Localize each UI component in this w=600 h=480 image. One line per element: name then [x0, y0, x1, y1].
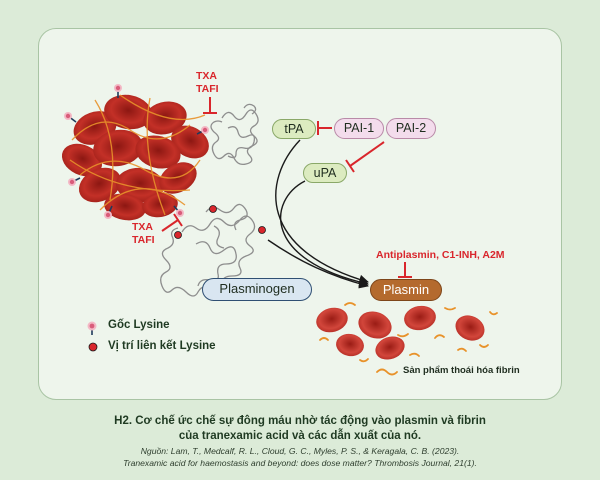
antiplasmin-label: Antiplasmin, C1-INH, A2M — [376, 249, 505, 261]
tafi-label-top: TAFI — [196, 83, 219, 95]
lysine-binding-sites — [174, 205, 266, 239]
pai2-node: PAI-2 — [386, 118, 436, 139]
legend-lysine-residue: Gốc Lysine — [108, 319, 170, 331]
txa-label-top: TXA — [196, 70, 217, 82]
tpa-node: tPA — [272, 119, 316, 139]
tafi-label-left: TAFI — [132, 234, 155, 246]
legend-lysine-binding-site: Vị trí liên kết Lysine — [108, 340, 216, 352]
pai1-node: PAI-1 — [334, 118, 384, 139]
fdp-label: Sản phẩm thoái hóa fibrin — [403, 365, 520, 376]
pai-inhibition-tpa — [317, 121, 332, 135]
blood-clot — [61, 94, 209, 221]
tpa-molecule — [210, 103, 259, 166]
lysine-residues — [64, 84, 209, 219]
lysine-binding-site-legend-icon — [88, 342, 98, 352]
plasminogen-conversion-arrow — [267, 239, 369, 289]
figure-source-line2: Tranexamic acid for haemostasis and beyo… — [123, 458, 477, 468]
fibrin-fragment-legend-icon — [376, 368, 398, 376]
lysine-residue-legend-icon — [87, 321, 97, 335]
figure-caption-line2: của tranexamic acid và các dẫn xuất của … — [178, 430, 422, 442]
tpa-activation-arrow — [275, 139, 369, 285]
pai-inhibition-upa — [345, 141, 385, 173]
plasmin-node: Plasmin — [370, 279, 442, 301]
fibrin-degradation-products — [316, 302, 498, 363]
txa-tafi-inhibition-top — [203, 97, 217, 114]
upa-node: uPA — [303, 163, 347, 183]
figure-source-line1: Nguồn: Lam, T., Medcalf, R. L., Cloud, G… — [140, 446, 460, 456]
figure-caption-line1: H2. Cơ chế ức chế sự đông máu nhờ tác độ… — [114, 415, 486, 427]
txa-label-left: TXA — [132, 221, 153, 233]
antiplasmin-inhibition — [398, 262, 412, 278]
upa-activation-arrow — [279, 180, 369, 287]
plasminogen-node: Plasminogen — [202, 278, 312, 301]
txa-tafi-inhibition-left — [161, 213, 183, 232]
